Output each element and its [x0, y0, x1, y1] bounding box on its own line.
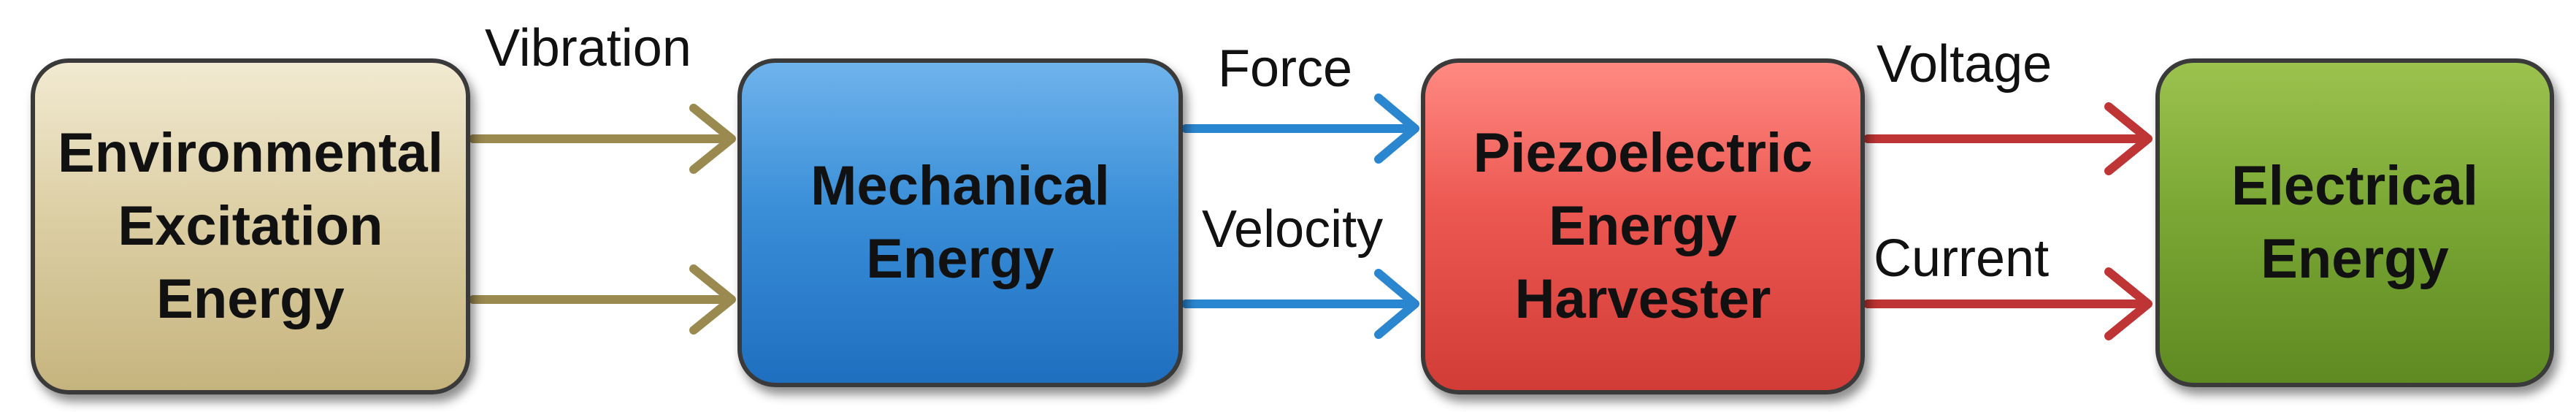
mechanical-energy-text: Mechanical Energy	[810, 154, 1110, 290]
electrical-energy-text: Electrical Energy	[2231, 154, 2478, 290]
arrow-current	[1863, 267, 2153, 340]
environmental-excitation-energy-text: Environmental Excitation Energy	[58, 121, 443, 331]
velocity-label: Velocity	[1202, 200, 1384, 259]
arrow-vibration-bottom	[469, 264, 736, 335]
piezoelectric-energy-harvester-box: Piezoelectric Energy Harvester	[1421, 58, 1865, 394]
mechanical-energy-box: Mechanical Energy	[737, 58, 1183, 387]
electrical-energy-box: Electrical Energy	[2155, 58, 2554, 387]
arrow-velocity	[1181, 269, 1419, 339]
arrow-force	[1181, 94, 1419, 164]
force-label: Force	[1218, 39, 1353, 98]
piezoelectric-energy-harvester-text: Piezoelectric Energy Harvester	[1473, 121, 1813, 331]
environmental-excitation-energy-box: Environmental Excitation Energy	[31, 58, 470, 394]
vibration-label: Vibration	[485, 19, 691, 77]
current-label: Current	[1874, 229, 2050, 288]
arrow-vibration-top	[469, 104, 736, 174]
arrow-voltage	[1863, 102, 2153, 175]
voltage-label: Voltage	[1877, 35, 2052, 94]
